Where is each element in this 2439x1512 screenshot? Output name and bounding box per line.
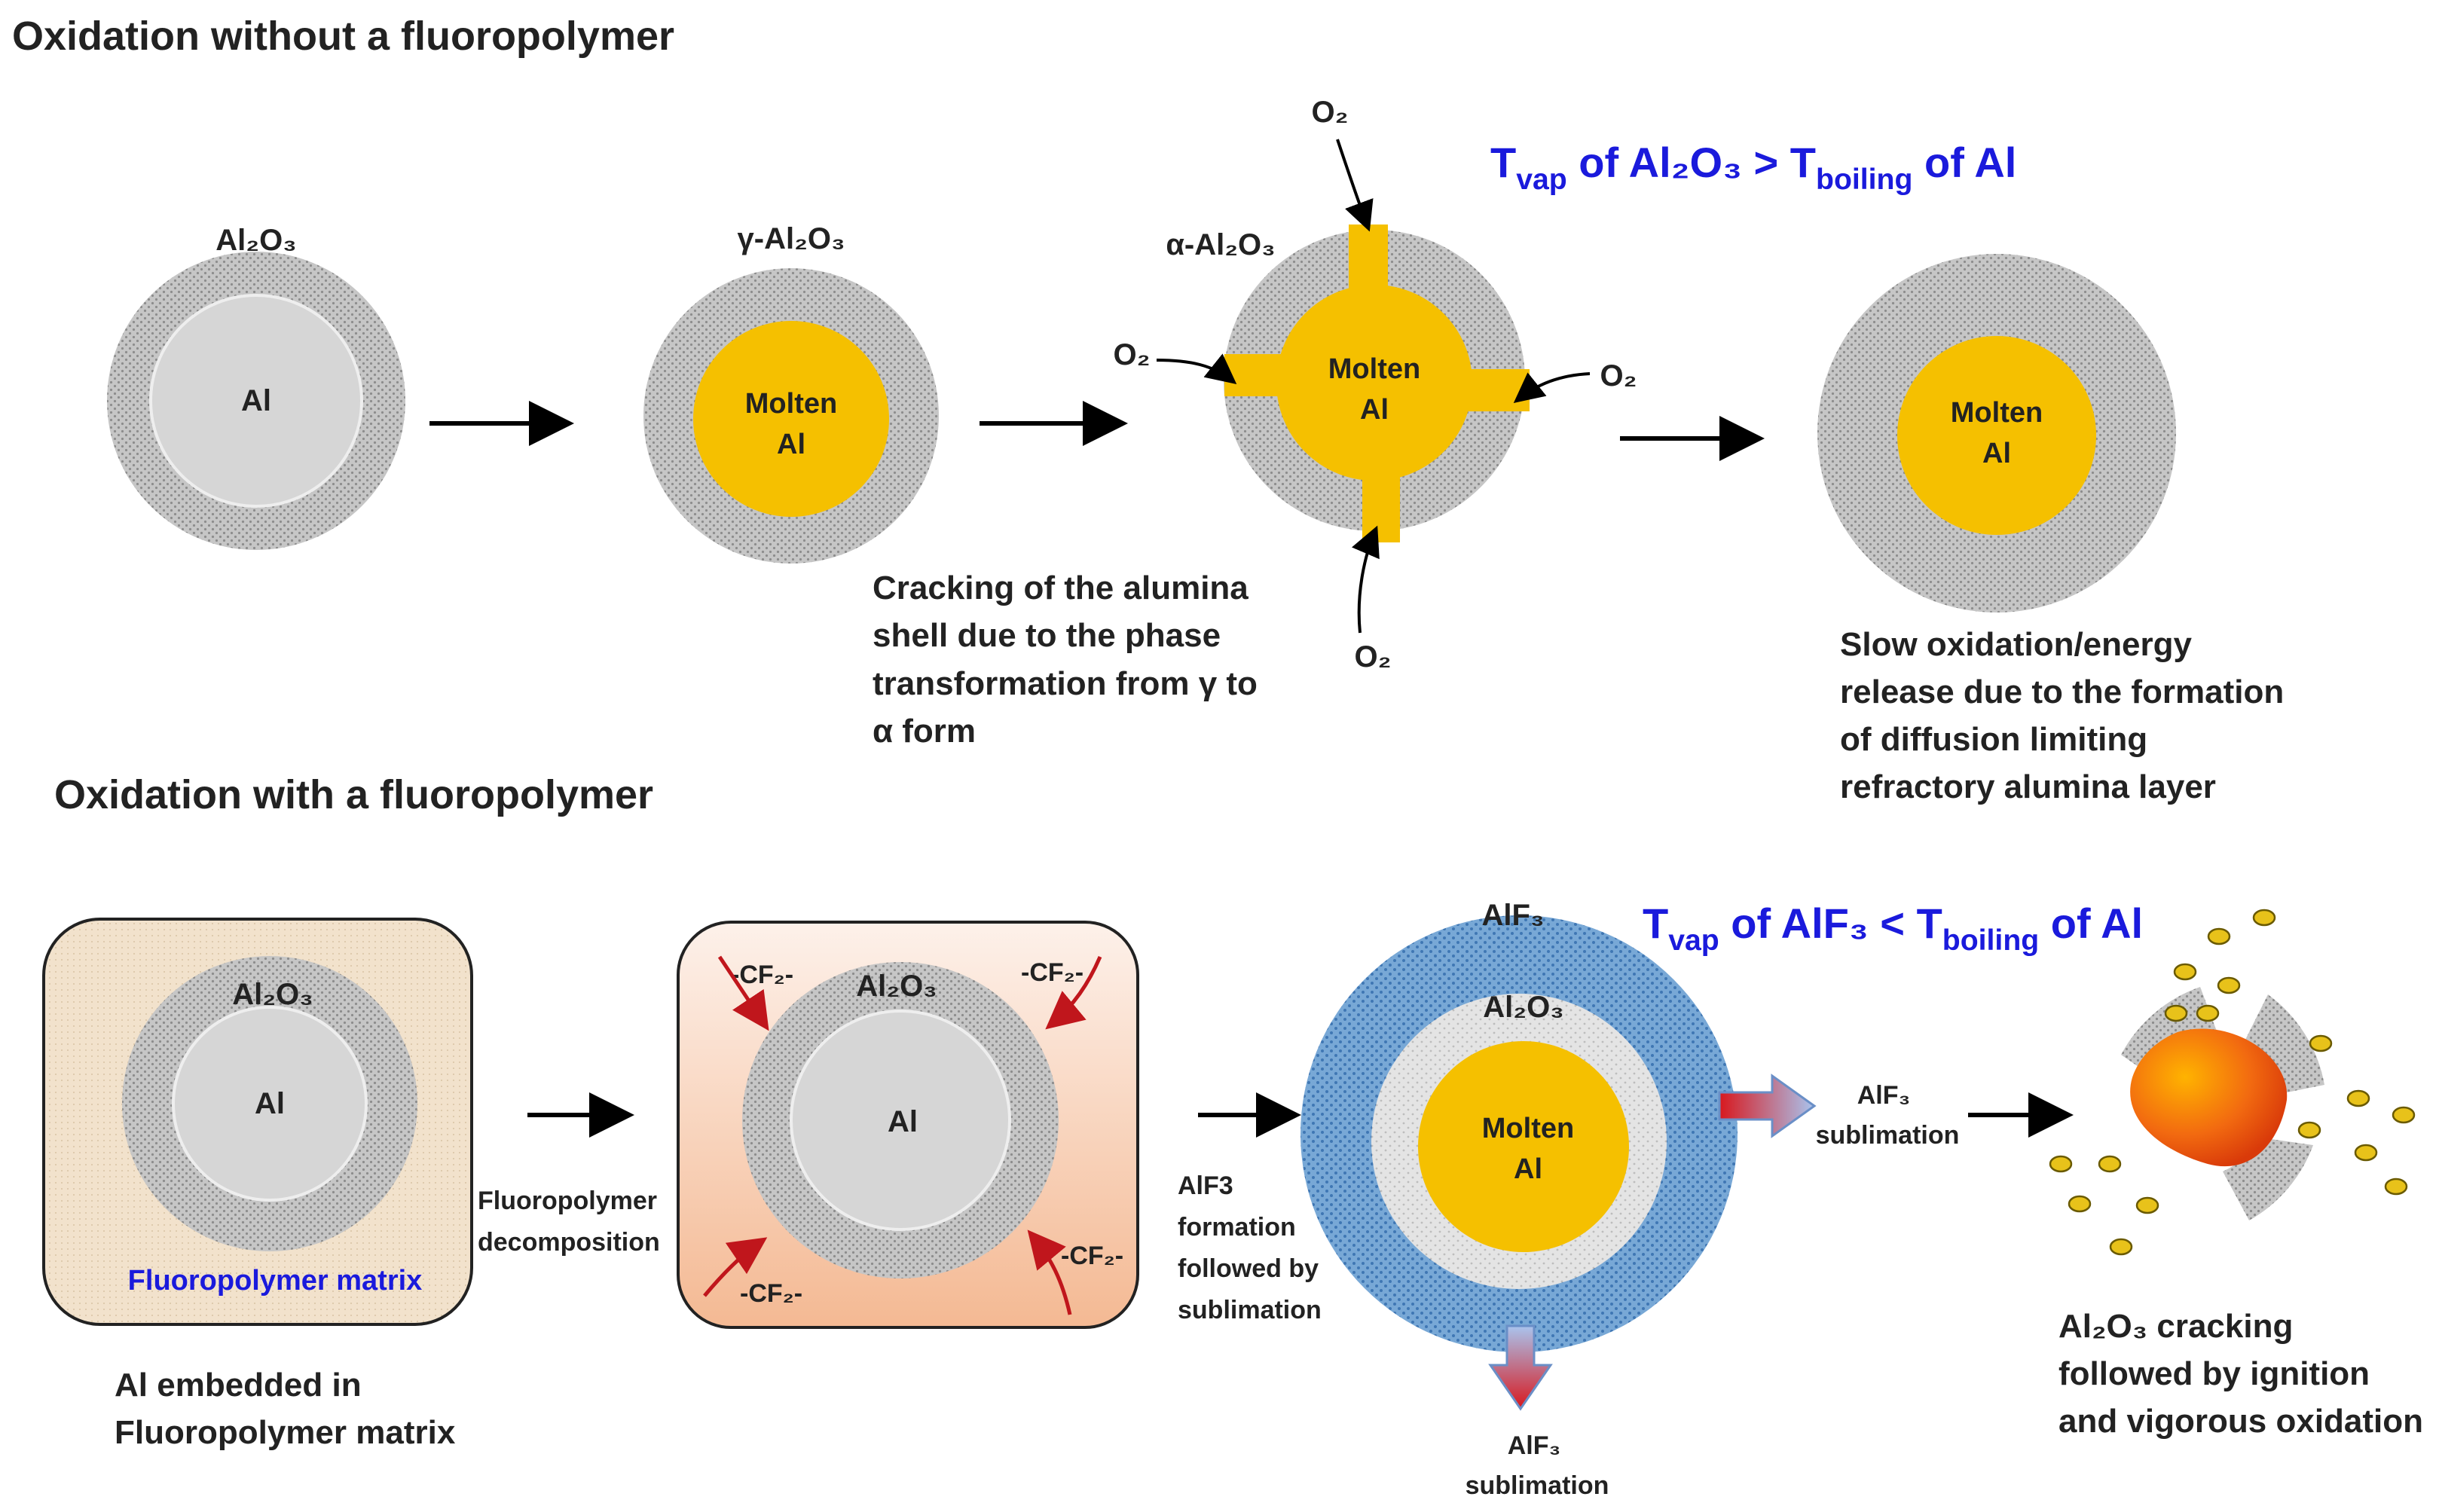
caption-line: and vigorous oxidation: [2058, 1403, 2423, 1440]
top-temperature-note: Tvap of Al₂O₃ > Tboiling of Al: [1490, 139, 2016, 196]
top-stage3-oxygen: O₂ O₂ O₂ O₂: [1114, 96, 1637, 674]
caption-line: Cracking of the alumina: [873, 570, 1249, 606]
bottom-stage1-matrix: Al₂O₃ Al Fluoropolymer matrix: [42, 918, 473, 1326]
o2-right-arrow: [1513, 372, 1591, 403]
bottom-stage1-core-label: Al: [255, 1087, 285, 1120]
top-stage4-particle: Molten Al: [1817, 254, 2176, 612]
top-stage2-core-line1: Molten: [745, 388, 837, 420]
o2-left-label: O₂: [1114, 338, 1151, 371]
sublimation-bottom-line1: AlF₃: [1508, 1431, 1561, 1460]
o2-top-label: O₂: [1312, 96, 1349, 129]
alf3-outer-label: AlF₃: [1482, 899, 1545, 932]
o2-right-label: O₂: [1600, 359, 1637, 393]
bottom-stage3-core-line1: Molten: [1482, 1113, 1574, 1144]
cf2-bottom-left: -CF₂-: [740, 1279, 802, 1308]
caption-line: Slow oxidation/energy: [1840, 626, 2192, 663]
bottom-stage2-matrix: Al₂O₃ Al: [677, 921, 1139, 1329]
caption-line: refractory alumina layer: [1840, 768, 2216, 805]
cf2-top-left: -CF₂-: [731, 961, 793, 989]
o2-left-arrow: [1156, 353, 1237, 384]
bottom-stage3-particle: AlF₃ Al₂O₃ Molten Al: [1300, 899, 1738, 1352]
sublimation-right-line1: AlF₃: [1857, 1081, 1911, 1110]
caption-line: Al embedded in: [115, 1367, 362, 1404]
top-stage2-shell-label: γ-Al₂O₃: [738, 222, 845, 255]
cf2-top-left-arrow: [717, 955, 769, 1031]
cf2-bottom-right-arrow: [1027, 1229, 1072, 1315]
top-stage4-caption: Slow oxidation/energy release due to the…: [1840, 626, 2284, 805]
top-stage3-particle: α-Al₂O₃ Molten Al: [1166, 225, 1530, 542]
bottom-stage2-core-label: Al: [888, 1105, 918, 1138]
top-stage2-caption: Cracking of the alumina shell due to the…: [873, 570, 1258, 750]
cf2-top-right: -CF₂-: [1021, 958, 1083, 987]
al2o3-inner-label: Al₂O₃: [1483, 991, 1563, 1024]
sublimation-arrow-right: [1718, 1074, 1817, 1138]
bottom-stage3-core-line2: Al: [1514, 1153, 1542, 1185]
caption-line: of diffusion limiting: [1840, 721, 2147, 758]
step2-label-line: AlF3: [1178, 1171, 1233, 1200]
caption-line: Fluoropolymer matrix: [115, 1414, 456, 1451]
alf3-particle-dots: [2049, 909, 2416, 1256]
bottom-stage4-ignition: [2049, 909, 2416, 1256]
top-stage4-core-line2: Al: [1982, 438, 2011, 469]
step2-label-line: sublimation: [1178, 1296, 1322, 1324]
cf2-bottom-left-arrow: [703, 1237, 768, 1297]
top-stage2-particle: γ-Al₂O₃ Molten Al: [643, 222, 939, 564]
top-stage2-core-line2: Al: [777, 429, 805, 460]
caption-line: shell due to the phase: [873, 617, 1221, 654]
top-stage3-shell-label: α-Al₂O₃: [1166, 228, 1275, 261]
caption-line: Al₂O₃ cracking: [2058, 1308, 2293, 1345]
sublimation-bottom-line2: sublimation: [1466, 1471, 1609, 1500]
bottom-stage4-caption: Al₂O₃ cracking followed by ignition and …: [2058, 1308, 2423, 1440]
caption-line: followed by ignition: [2058, 1355, 2370, 1392]
step1-label-line2: decomposition: [478, 1228, 660, 1257]
bottom-stage2-cf2: -CF₂- -CF₂- -CF₂- -CF₂-: [703, 955, 1123, 1315]
bottom-temperature-note: Tvap of AlF₃ < Tboiling of Al: [1643, 900, 2143, 957]
top-stage1-shell-label: Al₂O₃: [215, 224, 296, 257]
bottom-stage2-shell-label: Al₂O₃: [856, 970, 937, 1003]
bottom-stage1-caption: Al embedded in Fluoropolymer matrix: [115, 1367, 456, 1451]
o2-bottom-arrow: [1352, 525, 1380, 634]
sublimation-arrow-down: [1488, 1324, 1553, 1411]
matrix-label: Fluoropolymer matrix: [128, 1265, 423, 1297]
o2-bottom-label: O₂: [1355, 640, 1392, 674]
bottom-stage1-shell-label: Al₂O₃: [232, 978, 313, 1011]
step2-label-line: formation: [1178, 1213, 1296, 1242]
cf2-top-right-arrow: [1045, 956, 1102, 1030]
top-stage3-core-line1: Molten: [1328, 353, 1420, 385]
caption-line: α form: [873, 713, 976, 750]
caption-line: transformation from γ to: [873, 665, 1258, 702]
top-stage4-core-line1: Molten: [1951, 397, 2043, 429]
step2-label-line: followed by: [1178, 1254, 1319, 1283]
bottom-section-title: Oxidation with a fluoropolymer: [54, 772, 653, 817]
step1-label-line1: Fluoropolymer: [478, 1187, 657, 1215]
cf2-bottom-right: -CF₂-: [1061, 1242, 1123, 1270]
step2-label: AlF3 formation followed by sublimation: [1178, 1171, 1322, 1324]
top-stage1-core-label: Al: [241, 384, 271, 417]
top-stage3-core-line2: Al: [1360, 394, 1389, 426]
top-stage1-particle: Al₂O₃ Al: [107, 224, 405, 550]
sublimation-right-line2: sublimation: [1816, 1121, 1960, 1150]
top-section-title: Oxidation without a fluoropolymer: [12, 14, 674, 59]
caption-line: release due to the formation: [1840, 674, 2284, 710]
o2-top-arrow: [1336, 139, 1374, 232]
